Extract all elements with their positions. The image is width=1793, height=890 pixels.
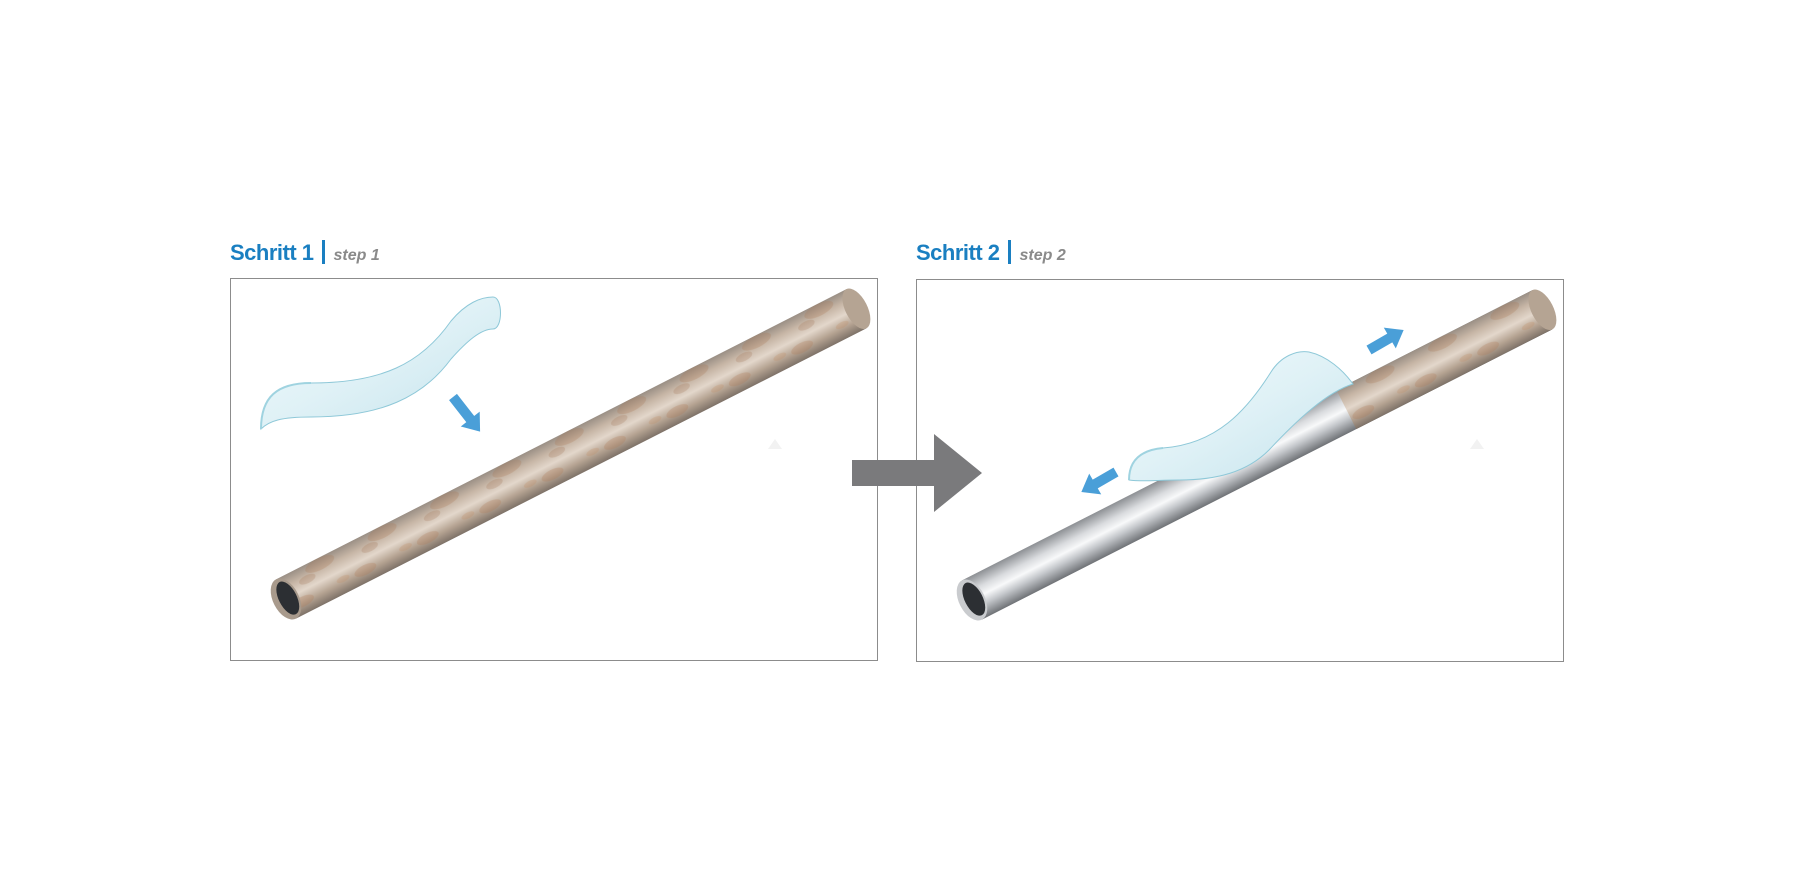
step-1-illustration xyxy=(260,288,871,620)
pipe-opening xyxy=(276,581,300,615)
arrow-down-left-icon xyxy=(1081,467,1119,495)
step-2-subtitle: step 2 xyxy=(1019,247,1066,264)
step-2-heading: Schritt 2 step 2 xyxy=(916,236,1066,266)
step-1-panel xyxy=(230,278,878,661)
step-2-illustration xyxy=(956,289,1557,621)
arrow-down-right-icon xyxy=(449,393,481,432)
arrow-up-right-icon xyxy=(1366,327,1404,355)
protective-film xyxy=(260,296,501,431)
pipe-far-end xyxy=(842,288,871,329)
step-2-panel xyxy=(916,279,1564,662)
step-2-separator xyxy=(1007,240,1011,264)
step-1-separator xyxy=(321,240,325,264)
faint-mark xyxy=(1470,439,1484,449)
rusty-pipe xyxy=(270,288,871,620)
faint-mark xyxy=(768,439,782,449)
step-1-heading: Schritt 1 step 1 xyxy=(230,236,380,266)
step-2-title: Schritt 2 xyxy=(916,240,1000,265)
process-arrow-shape xyxy=(852,434,982,512)
pipe-far-end xyxy=(1528,289,1557,330)
pipe-opening xyxy=(962,582,986,616)
step-1-subtitle: step 1 xyxy=(333,247,380,264)
arrow-right-icon xyxy=(848,430,982,516)
protective-film-applied xyxy=(1128,351,1354,482)
step-1-title: Schritt 1 xyxy=(230,240,314,265)
